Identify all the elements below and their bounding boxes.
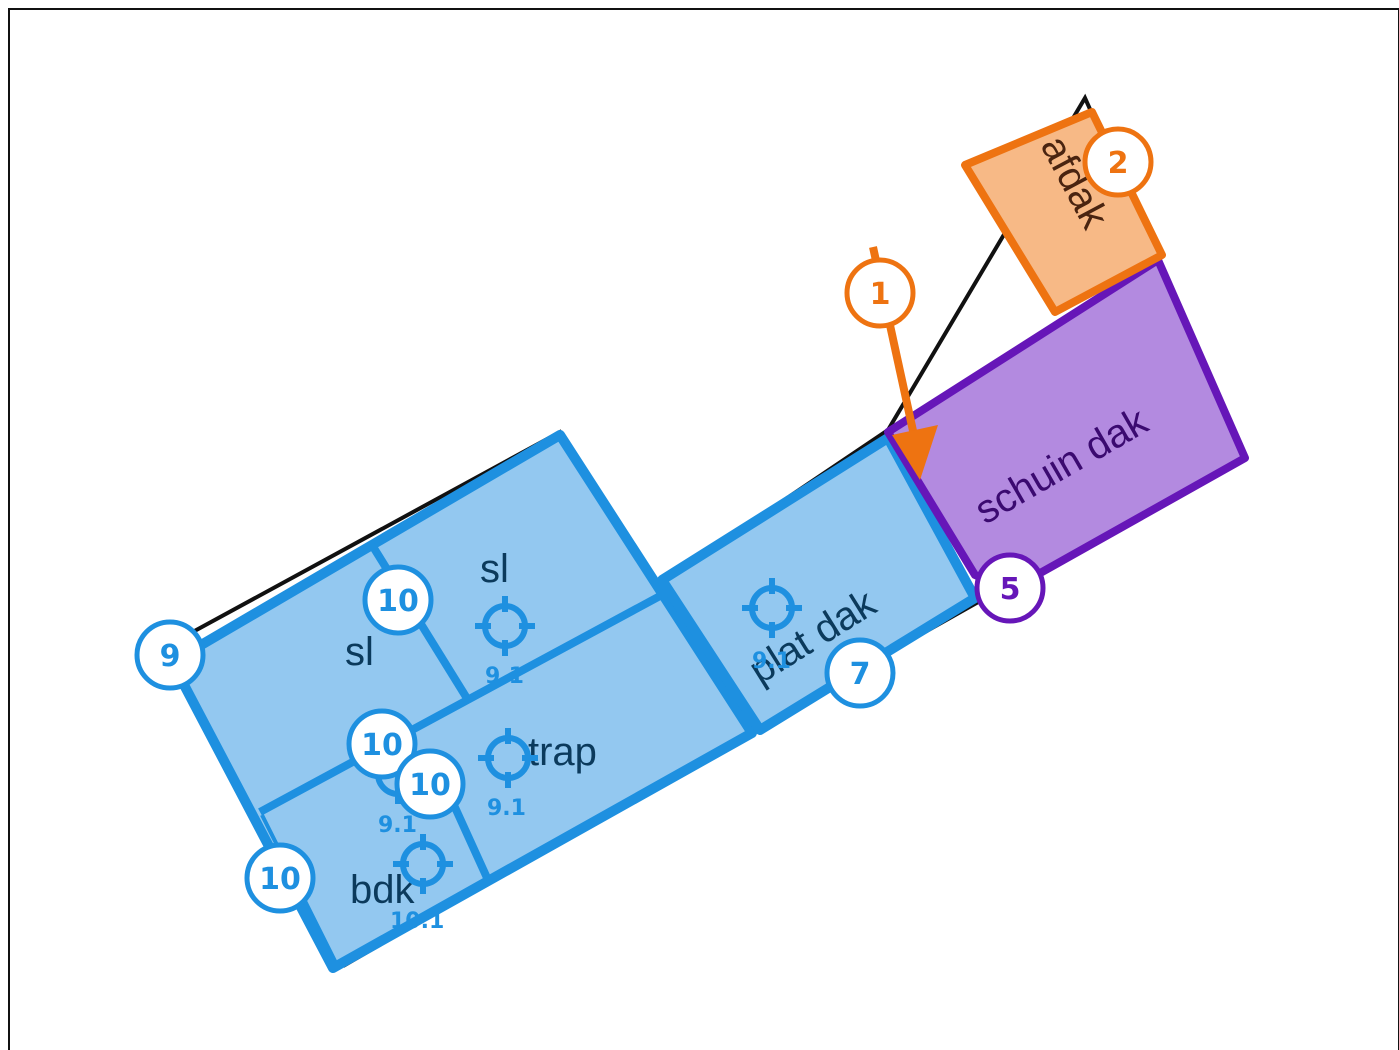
svg-text:5: 5	[1000, 572, 1021, 607]
crosshair-target-icon	[475, 596, 535, 656]
level-label-bdk: 10.1	[390, 909, 444, 934]
divider-horizontal-main	[258, 592, 662, 816]
frame-border	[8, 8, 1399, 1050]
svg-text:10: 10	[361, 728, 403, 763]
svg-text:2: 2	[1108, 146, 1129, 181]
badge-5[interactable]: 5	[974, 552, 1046, 624]
svg-text:10: 10	[377, 584, 419, 619]
badge-7[interactable]: 7	[824, 637, 896, 709]
schuin-dak-region	[884, 256, 1249, 594]
svg-text:7: 7	[850, 657, 871, 692]
svg-text:10: 10	[409, 768, 451, 803]
badge-2[interactable]: 2	[1082, 126, 1154, 198]
badge-1[interactable]: 1	[844, 257, 916, 329]
badge-10-mid-b[interactable]: 10	[394, 748, 466, 820]
badge-10-mid-a[interactable]: 10	[346, 708, 418, 780]
room-label-sl-left: sl	[345, 630, 374, 674]
badge-9[interactable]: 9	[134, 619, 206, 691]
badge-10-top[interactable]: 10	[362, 564, 434, 636]
svg-text:9: 9	[160, 639, 181, 674]
crosshair-target-icon	[742, 578, 802, 638]
svg-text:10: 10	[259, 862, 301, 897]
svg-text:1: 1	[870, 277, 891, 312]
badge-10-bottom[interactable]: 10	[244, 842, 316, 914]
arrow-down-icon	[892, 425, 938, 480]
room-label-sl-right: sl	[480, 547, 509, 591]
level-label-sl-right: 9.1	[485, 664, 524, 689]
crosshair-target-icon	[478, 728, 538, 788]
crosshair-target-icon	[393, 834, 453, 894]
level-label-plat-dak: 9.1	[752, 649, 791, 674]
plat-dak-region	[657, 433, 980, 735]
level-label-trap: 9.1	[487, 796, 526, 821]
room-label-trap: trap	[528, 730, 597, 774]
level-label-mid: 9.1	[378, 813, 417, 838]
